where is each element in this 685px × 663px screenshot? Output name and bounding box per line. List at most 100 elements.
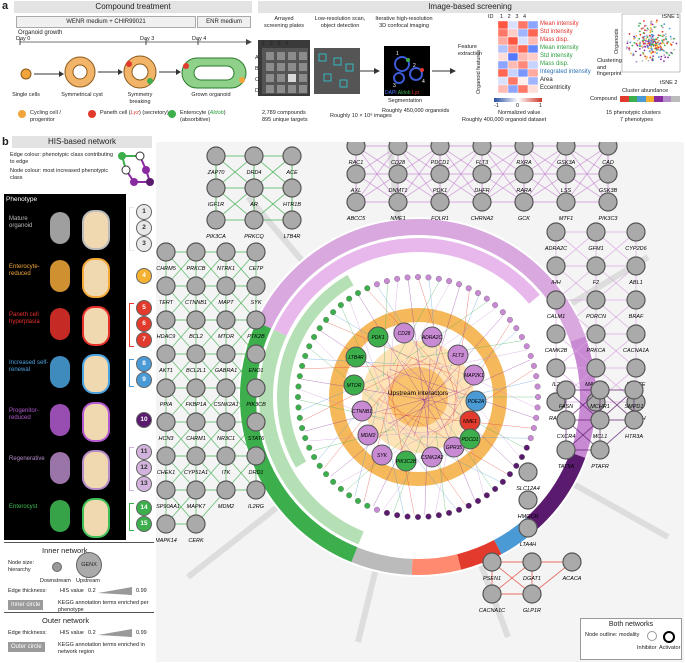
stage-grown-organoid: Grown organoid bbox=[191, 92, 231, 98]
green-gene-node bbox=[282, 178, 302, 198]
stat-clusters: 15 phenotypic clusters bbox=[606, 110, 661, 116]
cluster-bracket bbox=[129, 303, 134, 347]
purple-gene-right-node bbox=[546, 256, 566, 276]
purple-gene-right-node bbox=[626, 290, 646, 310]
green-gene-lower-node bbox=[216, 446, 236, 466]
blue-gene-label: LTA4H bbox=[520, 542, 536, 548]
stat-targets: 895 unique targets bbox=[262, 117, 308, 123]
purple-gene-right-node bbox=[586, 222, 606, 242]
red-gene-label: PSEN1 bbox=[483, 576, 501, 582]
outer-edge-thickness-label: Edge thickness: bbox=[8, 630, 47, 636]
green-gene-lower-label: SYK bbox=[250, 300, 261, 306]
green-gene-lower-label: HCN3 bbox=[159, 436, 175, 442]
red-gene-label: GLP1R bbox=[523, 608, 541, 614]
outer-circle-key: Outer circle bbox=[8, 642, 45, 652]
his-network-title: HIS-based network bbox=[12, 136, 152, 148]
kegg-arc bbox=[526, 452, 586, 530]
heatmap-cell bbox=[507, 84, 519, 93]
green-gene-label: DRD4 bbox=[247, 170, 262, 176]
blue-gene-node bbox=[518, 462, 538, 482]
red-gene-label: DGAT1 bbox=[523, 576, 541, 582]
heatmap-cell bbox=[527, 28, 538, 38]
inner-gene-label: PDCD1 bbox=[462, 437, 479, 443]
purple-gene-label: DHFR bbox=[474, 188, 489, 194]
outer-his-min: 0.2 bbox=[88, 630, 96, 636]
purple-gene-label: CAD bbox=[602, 160, 614, 166]
both-networks-legend: Both networks Node outline: modality Inh… bbox=[580, 618, 682, 660]
heatmap-cell bbox=[507, 60, 519, 70]
heatmap-cell bbox=[517, 52, 529, 62]
downstream-node-swatch bbox=[52, 562, 62, 572]
outer-his-value-label: HIS value bbox=[60, 630, 84, 636]
svg-text:2: 2 bbox=[413, 63, 416, 69]
kegg-arc bbox=[259, 329, 364, 545]
cluster-number-badge: 13 bbox=[136, 476, 152, 492]
green-gene-lower-node bbox=[186, 480, 206, 500]
green-gene-lower-label: CTNNB1 bbox=[185, 300, 207, 306]
green-gene-lower-label: BCL2 bbox=[189, 334, 203, 340]
purple-gene-label: RXRA bbox=[516, 160, 532, 166]
inner-gene-label: NME1 bbox=[463, 419, 477, 425]
green-gene-lower-node bbox=[246, 412, 266, 432]
green-gene-lower-node bbox=[186, 276, 206, 296]
legend-entero: Enterocyte (Aldob) (absorbitive) bbox=[180, 110, 226, 123]
heatmap-id-nums: 1 2 3 4 bbox=[500, 14, 527, 20]
phenotype-name: Enterocyst bbox=[9, 504, 38, 510]
purple-gene-right-node bbox=[626, 222, 646, 242]
organoid-features-axis: Organoid features bbox=[476, 49, 482, 94]
phenotype-name: Regenerative bbox=[9, 456, 45, 462]
green-gene-lower-label: CHRM5 bbox=[156, 266, 176, 272]
inner-gene-label: FLT3 bbox=[452, 353, 464, 359]
heatmap-cell bbox=[498, 76, 509, 86]
purple-gene-node bbox=[514, 164, 534, 184]
his-max-label: 0.99 bbox=[136, 588, 147, 594]
darkpurple-gene-node bbox=[590, 440, 610, 460]
paneth-cell-swatch bbox=[88, 110, 96, 118]
green-gene-lower-label: ENO1 bbox=[249, 368, 264, 374]
purple-gene-label: LSS bbox=[561, 188, 572, 194]
inner-gene-label: PIK3C2B bbox=[396, 459, 417, 465]
inner-network-title: Inner network bbox=[42, 546, 88, 555]
inner-gene-node bbox=[421, 446, 443, 468]
heatmap-cell bbox=[517, 28, 529, 38]
panel-b-letter: b bbox=[2, 136, 9, 148]
enterocyte-swatch bbox=[168, 110, 176, 118]
heatmap-cell bbox=[517, 68, 529, 78]
legend-paneth: Paneth cell (Lyz) (secretory) bbox=[100, 110, 169, 116]
green-gene-lower-label: MDM2 bbox=[218, 504, 234, 510]
darkpurple-gene-node bbox=[556, 440, 576, 460]
green-gene-node bbox=[282, 210, 302, 230]
inner-gene-label: CSNK2A2 bbox=[421, 455, 444, 461]
purple-gene-label: GSK3A bbox=[557, 160, 576, 166]
green-gene-lower-label: MTOR bbox=[218, 334, 234, 340]
svg-text:3: 3 bbox=[393, 83, 396, 89]
green-gene-lower-label: CETP bbox=[249, 266, 264, 272]
heatmap-cell bbox=[507, 52, 519, 62]
phenotype-header: Phenotype bbox=[6, 196, 38, 203]
phenotype-organoid-image bbox=[50, 260, 70, 292]
green-gene-lower-label: PIK3CB bbox=[246, 402, 266, 408]
heatmap-cell bbox=[517, 76, 529, 86]
inhibitor-label: Inhibitor bbox=[637, 645, 657, 651]
cluster-bracket bbox=[129, 503, 134, 531]
darkpurple-gene-node bbox=[624, 410, 644, 430]
phenotype-organoid-image bbox=[50, 308, 70, 340]
purple-gene-node bbox=[388, 164, 408, 184]
inner-gene-node bbox=[393, 322, 415, 344]
inner-gene-node bbox=[367, 326, 389, 348]
normalized-colorbar bbox=[494, 98, 542, 102]
stage-symmetry-breaking: Symmetry breaking bbox=[127, 92, 153, 105]
green-gene-label: ACE bbox=[285, 170, 298, 176]
mini-network-diagram bbox=[118, 151, 154, 186]
purple-gene-node bbox=[556, 164, 576, 184]
purple-gene-node bbox=[556, 142, 576, 156]
inner-gene-node bbox=[395, 450, 417, 472]
green-gene-node bbox=[244, 210, 264, 230]
inner-gene-node bbox=[343, 374, 365, 396]
inner-gene-node bbox=[447, 344, 469, 366]
green-gene-label: PRKCQ bbox=[244, 234, 264, 240]
green-gene-node bbox=[206, 210, 226, 230]
cluster-number-badge: 6 bbox=[136, 316, 152, 332]
